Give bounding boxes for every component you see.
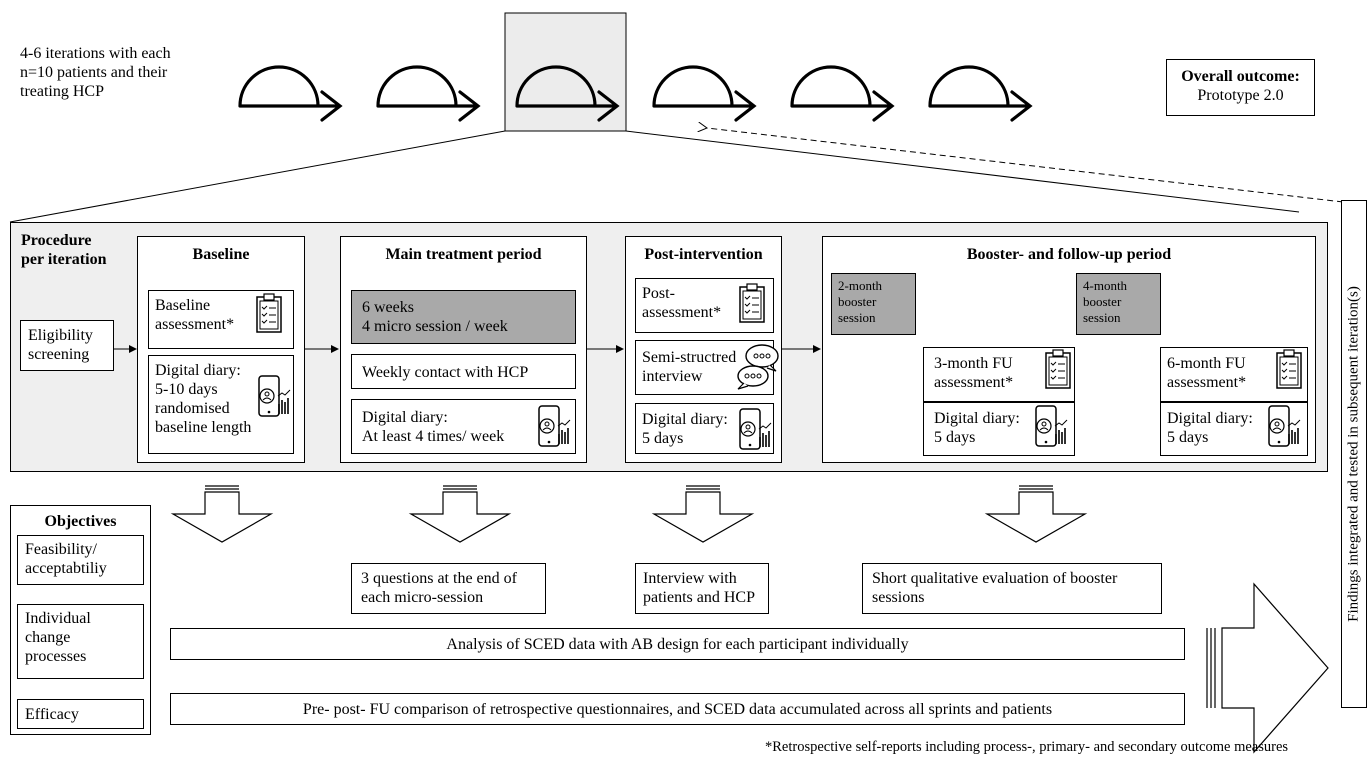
down-arrow [984,485,1088,543]
clipboard-icon [739,283,765,323]
overall-outcome-box: Overall outcome: Prototype 2.0 [1166,59,1315,116]
overall-outcome-value: Prototype 2.0 [1197,87,1284,104]
clipboard-icon [1045,349,1071,389]
down-arrow [651,485,755,543]
iteration-loops [238,65,1033,122]
booster-session-4-month: 4-month booster session [1076,273,1161,335]
micro-sessions-box: 6 weeks 4 micro session / week [351,290,576,344]
weekly-contact-box: Weekly contact with HCP [351,354,576,389]
iterations-label: 4-6 iterations with each n=10 patients a… [20,45,171,100]
phone-chart-icon [538,405,571,447]
post-intervention-title: Post-intervention [644,246,763,263]
phone-chart-icon [1035,405,1068,447]
phone-chart-icon [739,408,772,450]
baseline-title: Baseline [192,246,250,263]
booster-session-2-month: 2-month booster session [831,273,916,335]
eligibility-box: Eligibility screening [20,320,114,371]
right-arrow [1206,582,1329,754]
sced-analysis-box: Analysis of SCED data with AB design for… [170,628,1185,660]
objective-feasibility: Feasibility/ acceptabtiliy [17,535,144,585]
main-evaluation-box: 3 questions at the end of each micro-ses… [351,563,546,614]
speech-bubbles-icon [737,344,779,390]
overall-outcome-title: Overall outcome: [1181,68,1300,85]
phone-chart-icon [258,375,291,417]
baseline-phase: Baseline Baseline assessment* Digital di… [137,236,305,463]
objective-change-processes: Individual change processes [17,604,144,679]
down-arrow [408,485,512,543]
side-label-box: Findings integrated and tested in subseq… [1341,200,1367,708]
footnote: *Retrospective self-reports including pr… [765,739,1289,755]
objectives-title: Objectives [44,513,117,530]
side-label: Findings integrated and tested in subseq… [1345,286,1362,622]
current-iteration-highlight [504,12,627,132]
feedback-dashed-arrow [707,128,1344,203]
phone-chart-icon [1268,405,1301,447]
main-treatment-title: Main treatment period [385,246,542,263]
booster-followup-phase: Booster- and follow-up period 2-month bo… [822,236,1316,463]
down-arrow [170,485,274,543]
clipboard-icon [256,293,282,333]
clipboard-icon [1276,349,1302,389]
comparison-analysis-box: Pre- post- FU comparison of retrospectiv… [170,693,1185,725]
post-evaluation-box: Interview with patients and HCP [635,563,769,614]
procedure-label: Procedure per iteration [21,232,107,268]
booster-evaluation-box: Short qualitative evaluation of booster … [862,563,1162,614]
objectives-panel: Objectives Feasibility/ acceptabtiliy In… [10,505,151,735]
objective-efficacy: Efficacy [17,699,144,729]
booster-followup-title: Booster- and follow-up period [966,246,1172,263]
